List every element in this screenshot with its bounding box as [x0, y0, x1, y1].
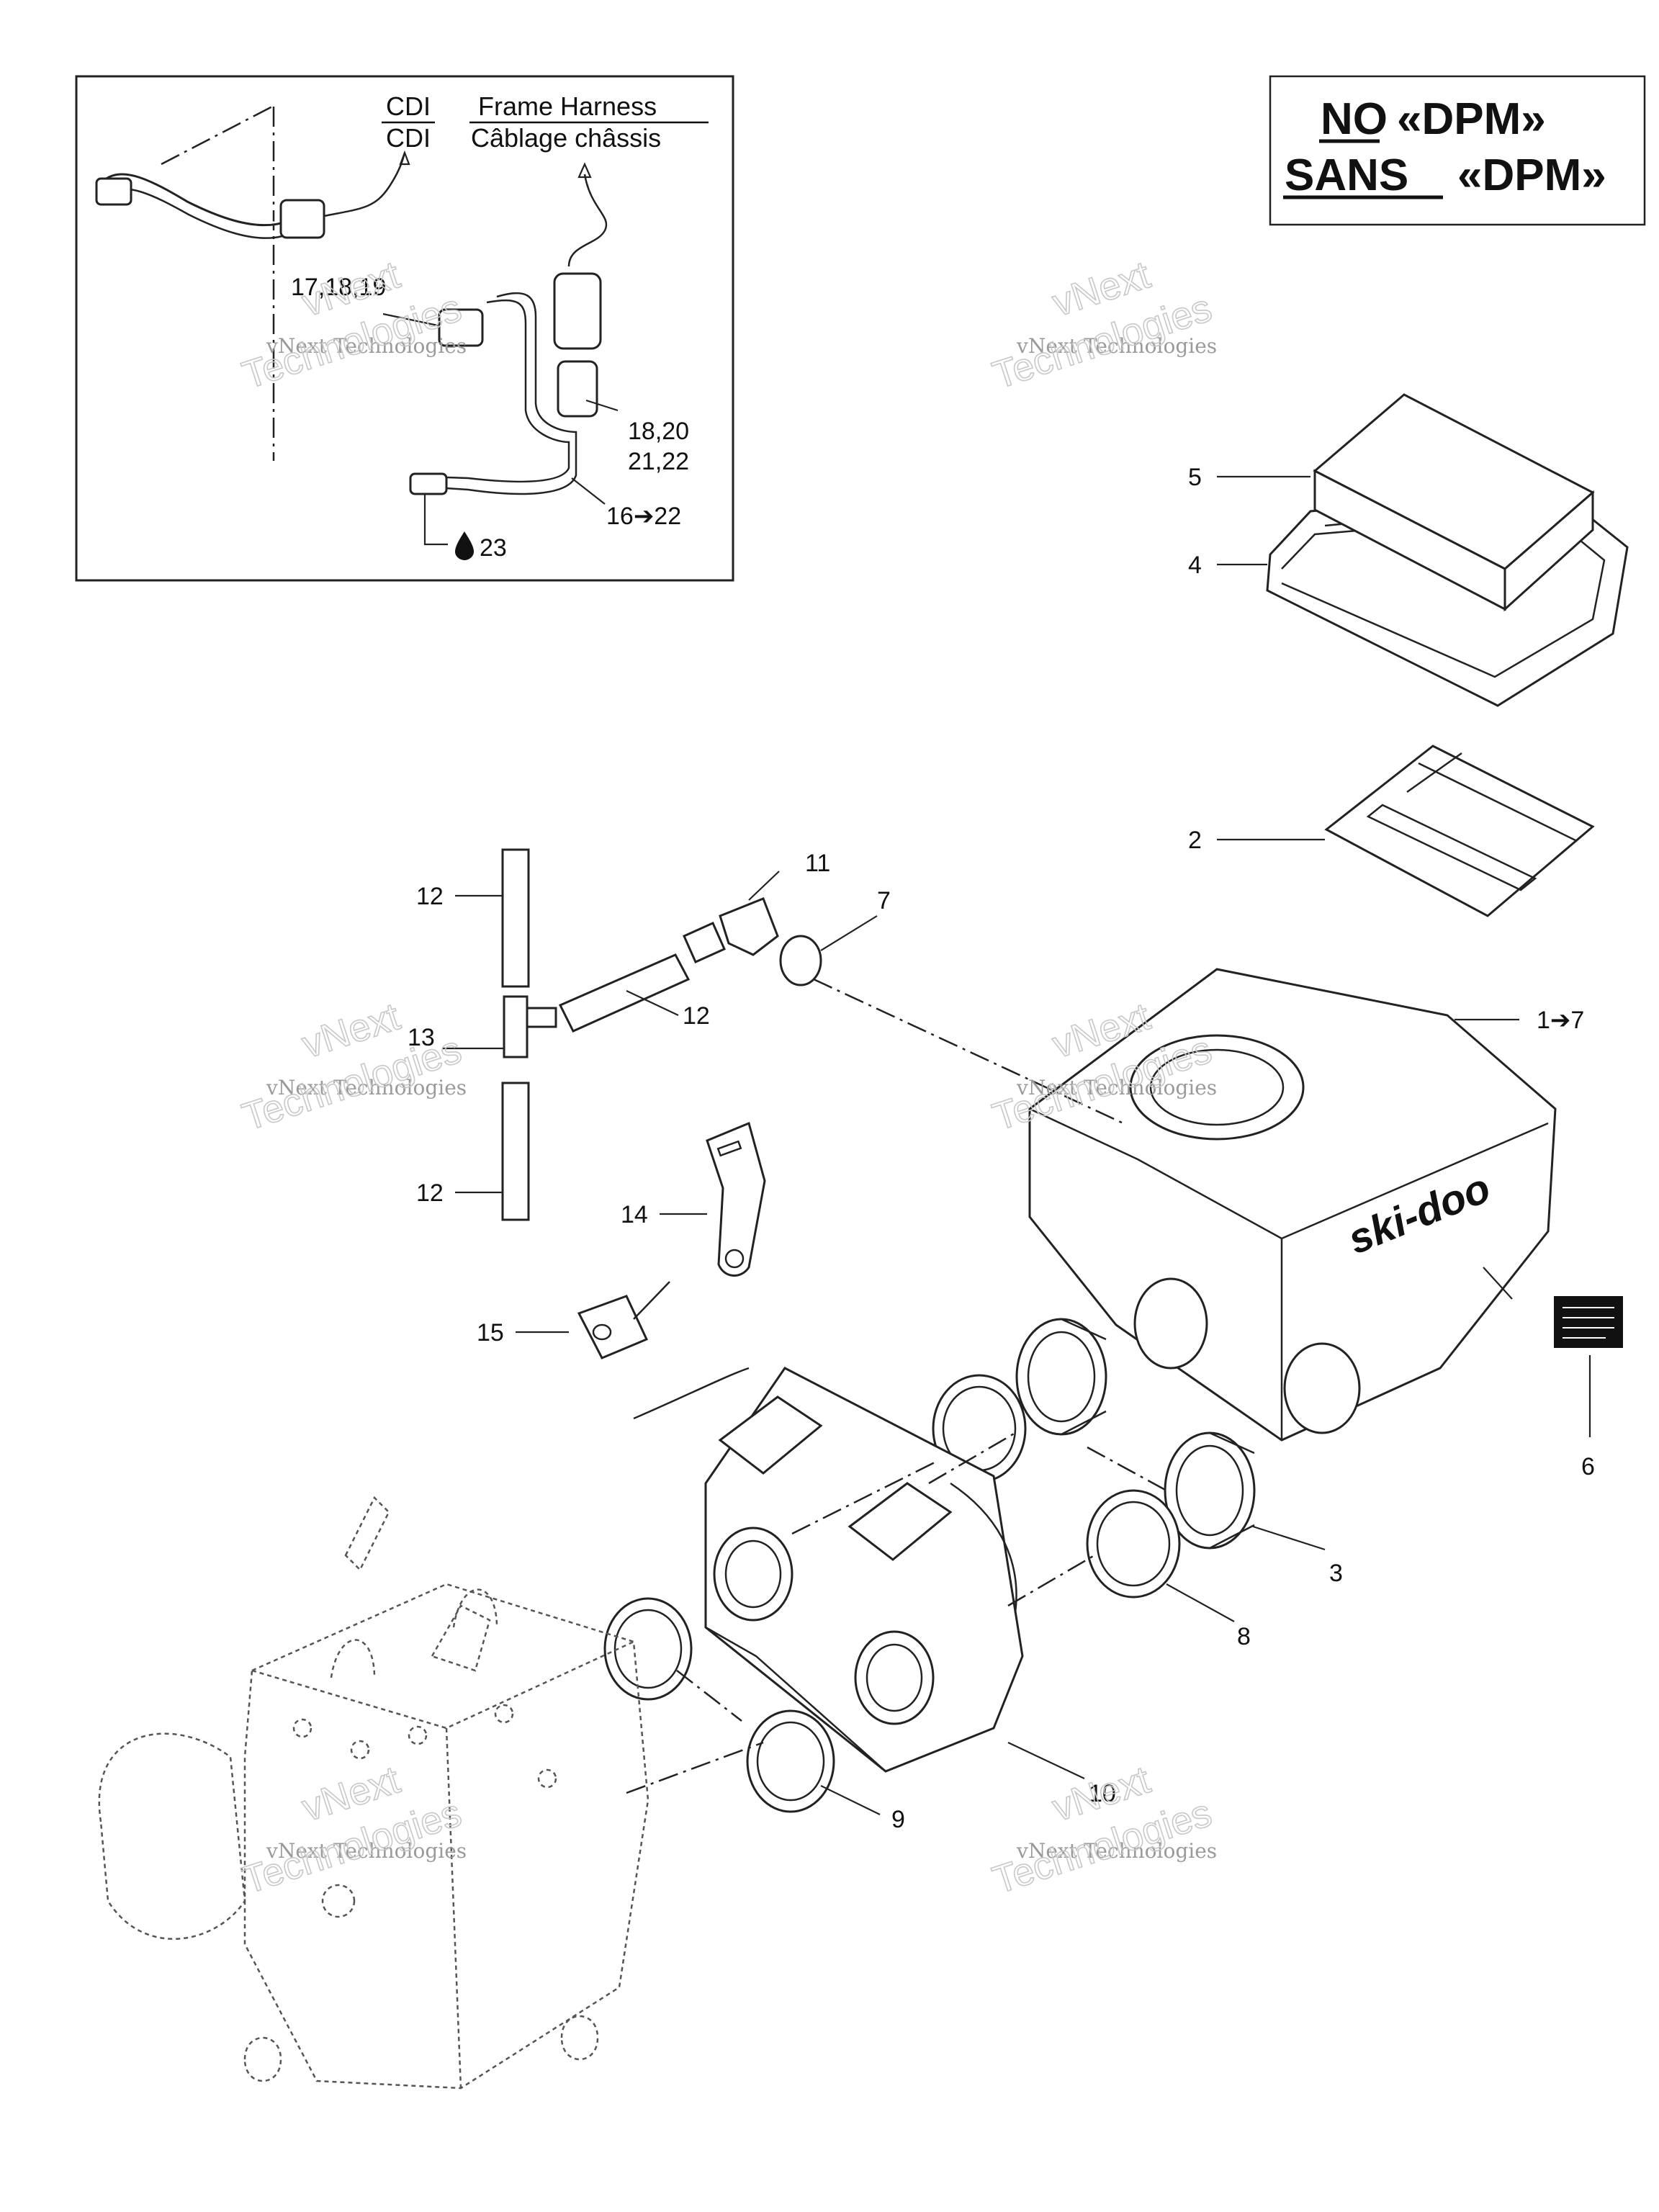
frame-connector-icon	[553, 272, 602, 350]
callout-14: 14	[621, 1201, 648, 1228]
svg-text:vNext Technologies: vNext Technologies	[266, 1839, 467, 1863]
callouts: 5 4 2 1➔7 12 11 7 12 13 12 14 15 6 3 8 1…	[408, 464, 1595, 1833]
callout-1-7: 1➔7	[1537, 1007, 1584, 1034]
connector-left-icon	[95, 177, 132, 206]
harness-inset: CDI CDI Frame Harness Câblage châssis 17…	[75, 75, 734, 582]
callout-6: 6	[1581, 1453, 1595, 1480]
tee-fitting-13	[503, 995, 529, 1058]
silencer-box-1: ski-doo	[1028, 968, 1557, 1442]
tubing-12-13	[501, 848, 822, 1221]
callout-2: 2	[1188, 827, 1202, 854]
dpm-header-box: NO «DPM» SANS «DPM»	[1269, 75, 1646, 226]
svg-text:vNext Technologies: vNext Technologies	[1016, 334, 1217, 358]
callout-12-bottom: 12	[416, 1179, 444, 1207]
header-sans: SANS	[1285, 150, 1408, 200]
callout-12-top: 12	[416, 883, 444, 910]
sensor-connector-icon	[557, 360, 598, 418]
callout-5: 5	[1188, 464, 1202, 491]
callout-10: 10	[1089, 1780, 1116, 1807]
sensor-tip-icon	[409, 472, 448, 495]
bracket-14	[706, 1121, 766, 1277]
callout-3: 3	[1329, 1560, 1343, 1587]
callout-7: 7	[877, 887, 891, 914]
callout-11: 11	[805, 850, 830, 877]
label-decal-6	[1554, 1296, 1623, 1348]
silencer-inlet-icon	[1129, 1034, 1305, 1141]
callout-8: 8	[1237, 1623, 1251, 1650]
engine-outline	[98, 1496, 649, 2090]
alignment-lines	[626, 978, 1167, 1794]
connector-cdi-icon	[279, 199, 325, 239]
inset-cdi-top: CDI	[386, 91, 431, 121]
callout-9: 9	[891, 1806, 905, 1833]
inset-cdi-bottom: CDI	[386, 123, 431, 153]
connector-17-18-19-icon	[438, 308, 484, 347]
svg-text:vNext Technologies: vNext Technologies	[266, 1076, 467, 1100]
svg-text:vNext Technologies: vNext Technologies	[1016, 1839, 1217, 1863]
grommet-7	[779, 935, 822, 986]
inset-label-17-18-19: 17,18,19	[291, 274, 386, 301]
callout-13: 13	[408, 1024, 435, 1051]
inset-label-16-22: 16➔22	[606, 503, 681, 530]
inset-label-18-20: 18,20	[628, 418, 689, 445]
carburetors-10	[633, 1367, 1024, 1773]
inset-frame-harness-fr: Câblage châssis	[471, 123, 661, 153]
clamps-8	[932, 1374, 1181, 1599]
header-no: NO	[1321, 94, 1388, 144]
callout-leaders	[442, 475, 1591, 1815]
svg-text:vNext Technologies: vNext Technologies	[266, 334, 467, 358]
inset-frame-harness-en: Frame Harness	[478, 91, 657, 121]
header-dpm-1: «DPM»	[1397, 94, 1546, 144]
callout-15: 15	[477, 1319, 504, 1346]
pin-15	[577, 1281, 670, 1359]
header-dpm-2: «DPM»	[1457, 150, 1606, 200]
elbow-11	[683, 922, 726, 963]
filter-5	[1313, 393, 1595, 612]
drop-icon	[455, 531, 474, 560]
callout-4: 4	[1188, 552, 1202, 579]
inset-label-21-22: 21,22	[628, 448, 689, 475]
callout-12-mid: 12	[683, 1002, 710, 1030]
plate-2	[1324, 745, 1595, 917]
svg-text:vNext Technologies: vNext Technologies	[1016, 1076, 1217, 1100]
inset-label-23: 23	[480, 534, 507, 562]
clamps-9	[603, 1597, 835, 1813]
adaptors-3	[1015, 1318, 1256, 1550]
